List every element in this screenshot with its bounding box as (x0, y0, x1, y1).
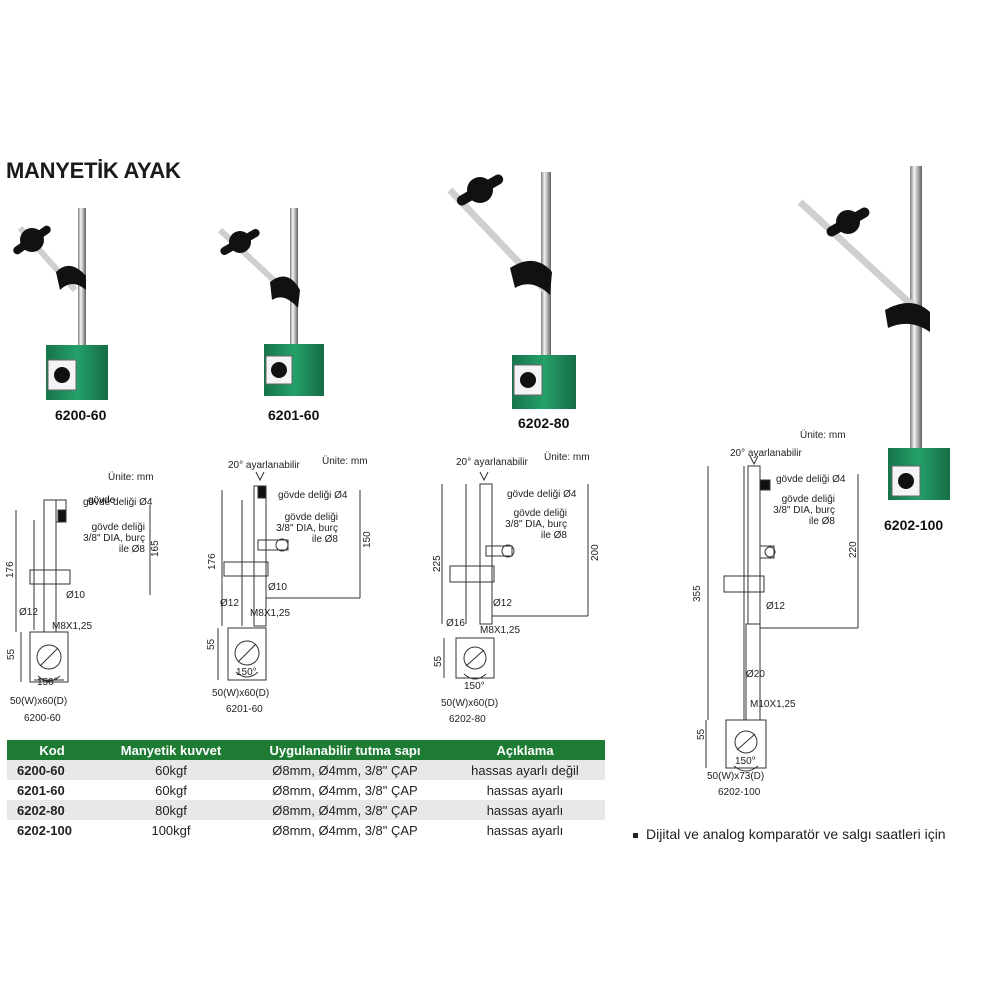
cell-holder: Ø8mm, Ø4mm, 3/8" ÇAP (245, 800, 445, 820)
table-row: 6202-100 100kgf Ø8mm, Ø4mm, 3/8" ÇAP has… (7, 820, 605, 840)
cell-desc: hassas ayarlı (445, 800, 605, 820)
usage-note-text: Dijital ve analog komparatör ve salgı sa… (646, 826, 946, 842)
unit-label: Ünite: mm (108, 472, 154, 483)
col-header-holder: Uygulanabilir tutma sapı (245, 740, 445, 760)
stand-photo-6202-100 (797, 166, 950, 500)
dim-rod2: Ø20 (746, 669, 765, 680)
drawing-code: 6202-80 (449, 714, 486, 725)
dim-top-height: 165 (150, 540, 161, 557)
product-photos (13, 166, 950, 500)
page-title: MANYETİK AYAK (6, 158, 181, 183)
dim-base-height: 55 (696, 728, 707, 740)
technical-drawing-6200-60: gövde (15, 495, 151, 683)
dim-base-size: 50(W)x60(D) (212, 688, 270, 699)
dim-thread: M8X1,25 (52, 621, 93, 632)
stand-photo-6202-80 (447, 172, 576, 409)
dim-rod: Ø12 (220, 598, 239, 609)
unit-label: Ünite: mm (544, 452, 590, 463)
bullet-icon (633, 832, 638, 838)
cell-holder: Ø8mm, Ø4mm, 3/8" ÇAP (245, 820, 445, 840)
dim-total-height: 225 (432, 555, 443, 572)
dim-base-size: 50(W)x73(D) (707, 771, 765, 782)
drawing-code: 6202-100 (718, 787, 761, 798)
dim-hole1: gövde deliği Ø4 (776, 474, 846, 485)
dim-rod: Ø12 (493, 598, 512, 609)
cell-code: 6202-100 (7, 820, 97, 840)
usage-note: Dijital ve analog komparatör ve salgı sa… (633, 826, 946, 842)
dim-adjust: 20° ayarlanabilir (456, 457, 528, 468)
technical-drawing-6201-60 (217, 471, 361, 681)
stand-photo-6201-60 (217, 208, 324, 396)
dim-angle: 150° (37, 677, 58, 688)
cell-force: 60kgf (97, 760, 245, 780)
product-code-label: 6201-60 (268, 407, 320, 423)
cell-desc: hassas ayarlı (445, 820, 605, 840)
cell-holder: Ø8mm, Ø4mm, 3/8" ÇAP (245, 780, 445, 800)
dim-top-height: 220 (848, 541, 859, 558)
dim-hole1: gövde deliği Ø4 (83, 497, 153, 508)
col-header-code: Kod (7, 740, 97, 760)
dim-base-height: 55 (6, 648, 17, 660)
spec-table: Kod Manyetik kuvvet Uygulanabilir tutma … (7, 740, 605, 840)
cell-force: 60kgf (97, 780, 245, 800)
technical-drawing-6202-100 (705, 455, 859, 772)
dim-rod2: Ø16 (446, 618, 465, 629)
dim-thread: M10X1,25 (750, 699, 796, 710)
dim-hole2: gövde deliği 3/8" DIA, burç ile Ø8 (276, 512, 338, 545)
cell-holder: Ø8mm, Ø4mm, 3/8" ÇAP (245, 760, 445, 780)
cell-code: 6202-80 (7, 800, 97, 820)
dim-boss: Ø10 (268, 582, 287, 593)
unit-label: Ünite: mm (322, 456, 368, 467)
table-header-row: Kod Manyetik kuvvet Uygulanabilir tutma … (7, 740, 605, 760)
dim-hole2: gövde deliği 3/8" DIA, burç ile Ø8 (83, 522, 145, 555)
drawing-code: 6201-60 (226, 704, 263, 715)
dim-adjust: 20° ayarlanabilir (228, 460, 300, 471)
unit-label: Ünite: mm (800, 430, 846, 441)
dim-base-height: 55 (433, 655, 444, 667)
dim-hole2: gövde deliği 3/8" DIA, burç ile Ø8 (773, 494, 835, 527)
cell-desc: hassas ayarlı (445, 780, 605, 800)
dim-base-height: 55 (206, 638, 217, 650)
cell-code: 6200-60 (7, 760, 97, 780)
cell-desc: hassas ayarlı değil (445, 760, 605, 780)
cell-force: 100kgf (97, 820, 245, 840)
svg-text:gövde: gövde (88, 495, 116, 506)
dim-base-size: 50(W)x60(D) (441, 698, 499, 709)
table-row: 6202-80 80kgf Ø8mm, Ø4mm, 3/8" ÇAP hassa… (7, 800, 605, 820)
dim-rod: Ø12 (766, 601, 785, 612)
dim-total-height: 176 (207, 553, 218, 570)
table-row: 6201-60 60kgf Ø8mm, Ø4mm, 3/8" ÇAP hassa… (7, 780, 605, 800)
dim-top-height: 200 (590, 544, 601, 561)
dim-top-height: 150 (362, 531, 373, 548)
col-header-force: Manyetik kuvvet (97, 740, 245, 760)
stand-photo-6200-60 (13, 208, 108, 400)
dim-hole1: gövde deliği Ø4 (507, 489, 577, 500)
col-header-desc: Açıklama (445, 740, 605, 760)
product-code-label: 6200-60 (55, 407, 107, 423)
cell-force: 80kgf (97, 800, 245, 820)
dim-angle: 150° (464, 681, 485, 692)
product-code-label: 6202-100 (884, 517, 944, 533)
dim-thread: M8X1,25 (480, 625, 521, 636)
dim-angle: 150° (735, 756, 756, 767)
dim-angle: 150° (236, 667, 257, 678)
dim-adjust: 20° ayarlanabilir (730, 448, 802, 459)
dim-hole1: gövde deliği Ø4 (278, 490, 348, 501)
cell-code: 6201-60 (7, 780, 97, 800)
drawing-code: 6200-60 (24, 713, 61, 724)
dim-hole2: gövde deliği 3/8" DIA, burç ile Ø8 (505, 508, 567, 541)
dim-base-size: 50(W)x60(D) (10, 696, 68, 707)
technical-drawing-6202-80 (441, 471, 589, 680)
dim-total-height: 355 (692, 585, 703, 602)
product-code-label: 6202-80 (518, 415, 570, 431)
table-row: 6200-60 60kgf Ø8mm, Ø4mm, 3/8" ÇAP hassa… (7, 760, 605, 780)
dim-thread: M8X1,25 (250, 608, 291, 619)
dim-boss: Ø10 (66, 590, 85, 601)
dim-total-height: 176 (5, 561, 16, 578)
dim-rod: Ø12 (19, 607, 38, 618)
